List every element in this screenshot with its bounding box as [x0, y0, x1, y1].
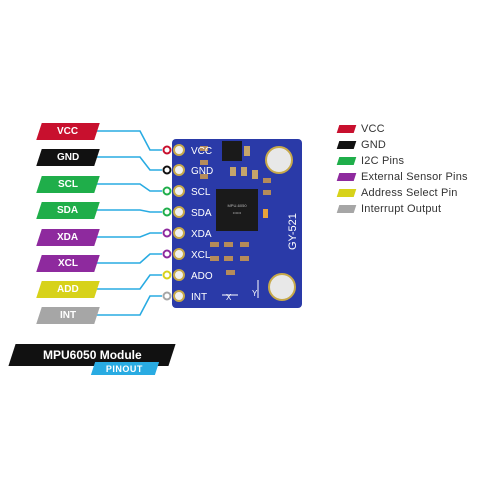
silkscreen-int: INT	[191, 292, 207, 303]
pin-label-text: SDA	[57, 205, 79, 216]
pin-hole-vcc	[173, 144, 185, 156]
pin-hole-xda	[173, 227, 185, 239]
legend-label: Address Select Pin	[361, 187, 458, 199]
wire-end-xcl	[162, 249, 172, 259]
pin-label-sda: SDA	[36, 202, 100, 219]
pin-label-gnd: GND	[36, 149, 100, 166]
wire-xda	[97, 232, 162, 238]
wire-end-vcc	[162, 145, 172, 155]
pin-label-text: XCL	[58, 258, 78, 269]
pin-silkscreen-labels: VCC GND SCL SDA XDA XCL ADO INT	[191, 146, 213, 303]
wire-scl	[97, 183, 162, 192]
legend-swatch	[336, 205, 357, 213]
svg-text:MPU-6050: MPU-6050	[227, 203, 247, 208]
legend-label: I2C Pins	[361, 155, 405, 167]
wire-end-scl	[162, 186, 172, 196]
pin-hole-int	[173, 290, 185, 302]
silkscreen-scl: SCL	[191, 187, 211, 198]
pin-hole-scl	[173, 185, 185, 197]
legend-item: Interrupt Output	[336, 201, 468, 217]
gy521-board: MPU-6050 •••••• X Y GY-521 VCC GND SCL SDA X…	[172, 139, 302, 308]
legend-label: Interrupt Output	[361, 203, 442, 215]
subtitle-banner: PINOUT	[90, 362, 160, 375]
silkscreen-gnd: GND	[191, 166, 213, 177]
wire-end-xda	[162, 228, 172, 238]
mounting-hole-top	[265, 146, 293, 174]
connector-wires	[97, 130, 172, 316]
board-model-text: GY-521	[287, 213, 299, 250]
legend-swatch	[336, 141, 357, 149]
pin-label-xcl: XCL	[36, 255, 100, 272]
silkscreen-xda: XDA	[191, 229, 212, 240]
pin-label-int: INT	[36, 307, 100, 324]
wire-int	[97, 295, 162, 316]
wire-vcc	[97, 130, 162, 151]
legend-swatch	[336, 173, 357, 181]
pin-label-vcc: VCC	[36, 123, 100, 140]
wire-xcl	[97, 253, 162, 264]
legend-swatch	[336, 189, 357, 197]
silkscreen-sda: SDA	[191, 208, 212, 219]
wire-add	[97, 274, 162, 290]
legend-label: VCC	[361, 123, 385, 135]
page-title: MPU6050 Module	[42, 348, 142, 362]
silkscreen-ado: ADO	[191, 271, 213, 282]
pin-label-text: VCC	[57, 126, 79, 137]
wire-end-gnd	[162, 165, 172, 175]
pin-label-text: INT	[59, 310, 77, 321]
legend-swatch	[336, 157, 357, 165]
pin-label-text: SCL	[58, 179, 78, 190]
pin-hole-sda	[173, 206, 185, 218]
pin-label-text: GND	[56, 152, 80, 163]
pin-headers	[173, 144, 185, 302]
legend-label: GND	[361, 139, 387, 151]
svg-text:X: X	[226, 293, 232, 302]
wire-end-int	[162, 291, 172, 301]
pin-label-text: ADD	[57, 284, 79, 295]
page-subtitle: PINOUT	[106, 363, 144, 374]
pin-hole-gnd	[173, 164, 185, 176]
pin-label-scl: SCL	[36, 176, 100, 193]
legend-item: VCC	[336, 121, 468, 137]
pin-label-text: XDA	[57, 232, 79, 243]
pin-label-xda: XDA	[36, 229, 100, 246]
legend-item: External Sensor Pins	[336, 169, 468, 185]
svg-text:••••••: ••••••	[233, 210, 242, 215]
pin-hole-ado	[173, 269, 185, 281]
wire-end-sda	[162, 207, 172, 217]
wire-end-add	[162, 270, 172, 280]
svg-text:Y: Y	[252, 289, 258, 298]
mpu6050-chip	[216, 189, 258, 231]
legend-item: I2C Pins	[336, 153, 468, 169]
legend-item: Address Select Pin	[336, 185, 468, 201]
silkscreen-vcc: VCC	[191, 146, 212, 157]
mounting-hole-bottom	[268, 273, 296, 301]
led	[263, 209, 268, 218]
legend-label: External Sensor Pins	[361, 171, 468, 183]
wire-gnd	[97, 156, 162, 171]
legend-item: GND	[336, 137, 468, 153]
silkscreen-xcl: XCL	[191, 250, 211, 261]
pin-hole-xcl	[173, 248, 185, 260]
legend-swatch	[336, 125, 357, 133]
wire-sda	[97, 209, 162, 213]
pin-label-add: ADD	[36, 281, 100, 298]
regulator-chip	[222, 141, 242, 161]
